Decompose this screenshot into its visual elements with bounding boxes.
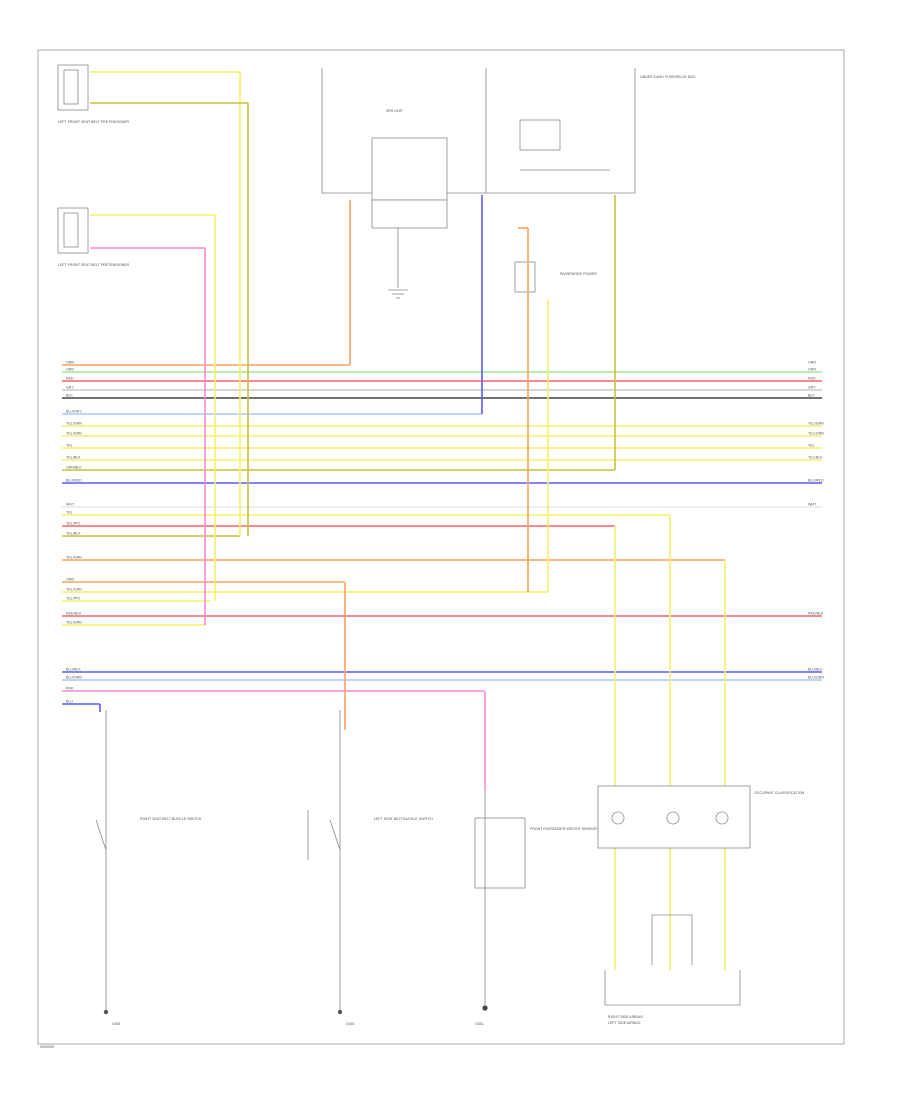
bus-pin-mark: · xyxy=(48,580,49,584)
bus-label-right: BLU/GRN xyxy=(808,676,824,680)
ground-g401-label: G401 xyxy=(346,1022,355,1026)
bus-label-left: GRY xyxy=(66,386,74,390)
bus-label-left: YEL/GRN xyxy=(66,422,82,426)
passenger-power-label: PASSENGER POWER xyxy=(560,272,597,276)
side-airbag-connector xyxy=(604,914,741,1006)
bus-pin-mark: · xyxy=(48,458,49,462)
bus-label-left: RED/BLK xyxy=(66,612,82,616)
bus-label-left: BLU xyxy=(66,700,73,704)
bus-label-right: RED xyxy=(808,377,816,381)
left-front-pretensioner-2-connector xyxy=(57,207,89,254)
bus-pin-mark: · xyxy=(48,599,49,603)
bus-pin-mark: · xyxy=(48,468,49,472)
bus-pin-mark: · xyxy=(48,702,49,706)
bus-pin-mark: · xyxy=(48,481,49,485)
left-side-airbag-label: LEFT SIDE AIRBAG xyxy=(608,1021,641,1025)
left-front-pretensioner-label: LEFT FRONT SEAT BELT PRETENSIONER xyxy=(58,120,129,124)
left-buckle-switch xyxy=(307,710,343,1015)
bus-label-left: BLU/BLK xyxy=(66,668,81,672)
bus-pin-mark: · xyxy=(48,363,49,367)
left-front-pretensioner-connector xyxy=(57,64,89,111)
bus-pin-mark: · xyxy=(48,590,49,594)
left-front-pretensioner-2-label: LEFT FRONT SEAT BELT PRETENSIONER xyxy=(58,263,129,267)
front-passenger-sensor-label: FRONT PASSENGER WEIGHT SENSOR xyxy=(530,827,597,831)
bus-label-left: YEL/GRN xyxy=(66,588,82,592)
bus-label-left: BLU/GRN xyxy=(66,676,82,680)
bus-pin-mark: · xyxy=(48,670,49,674)
bus-label-right: GRY xyxy=(808,386,816,390)
bus-label-right: YEL/GRN xyxy=(808,422,824,426)
bus-label-left: BLK xyxy=(66,394,73,398)
bus-pin-mark: · xyxy=(48,689,49,693)
ground-g501-label: G501 xyxy=(112,1022,121,1026)
bus-label-left: YEL/GRN xyxy=(66,621,82,625)
bus-label-right: YEL/GRN xyxy=(808,432,824,436)
bus-label-left: YEL/BLK xyxy=(66,456,81,460)
bus-pin-mark: · xyxy=(48,446,49,450)
footer-code: 0000000 xyxy=(40,1045,54,1049)
bus-label-left: GRN/BLK xyxy=(66,466,82,470)
bus-label-right: BLU/RED xyxy=(808,479,824,483)
right-buckle-switch xyxy=(95,710,109,1015)
bus-pin-mark: · xyxy=(48,534,49,538)
bus-pin-mark: · xyxy=(48,524,49,528)
bus-label-right: GRN xyxy=(808,368,816,372)
srs-unit-block xyxy=(321,68,636,229)
bus-pin-mark: · xyxy=(48,434,49,438)
bus-label-left: WHT xyxy=(66,503,75,507)
right-buckle-label: RIGHT SEAT BELT BUCKLE SWITCH xyxy=(140,817,202,821)
under-dash-fuse-label: UNDER-DASH FUSE/RELAY BOX xyxy=(640,75,696,79)
bus-label-left: YEL xyxy=(66,511,73,515)
passenger-power-relay xyxy=(514,261,536,293)
ground-g551-label: G551 xyxy=(475,1022,484,1026)
bus-label-left: PNK xyxy=(66,687,74,691)
bus-label-left: YEL/PPL xyxy=(66,597,81,601)
bus-label-left: YEL/GRN xyxy=(66,556,82,560)
vertical-wires xyxy=(90,71,726,970)
bus-pin-mark: · xyxy=(48,412,49,416)
bus-label-left: ORN xyxy=(66,578,74,582)
bus-label-left: RED xyxy=(66,377,74,381)
bus-label-left: YEL xyxy=(66,444,73,448)
bus-label-right: YEL xyxy=(808,444,815,448)
bus-label-left: YEL/PPL xyxy=(66,522,81,526)
diagram-frame xyxy=(37,49,845,1045)
bus-label-right: BLK xyxy=(808,394,815,398)
bus-pin-mark: · xyxy=(48,424,49,428)
bus-label-right: YEL/BLK xyxy=(808,456,823,460)
occupant-classification-label: OCCUPANT CLASSIFICATION xyxy=(754,791,805,795)
bus-label-left: GRN xyxy=(66,368,74,372)
bus-pin-mark: · xyxy=(48,396,49,400)
bus-pin-mark: · xyxy=(48,513,49,517)
bus-pin-mark: · xyxy=(48,388,49,392)
bus-pin-mark: · xyxy=(48,614,49,618)
bus-label-right: WHT xyxy=(808,503,817,507)
bus-pin-mark: · xyxy=(48,370,49,374)
bus-pin-mark: · xyxy=(48,678,49,682)
right-side-airbag-label: RIGHT SIDE AIRBAG xyxy=(608,1015,643,1019)
left-buckle-label: LEFT SEAT BELT BUCKLE SWITCH xyxy=(374,817,433,821)
bus-label-left: ORN xyxy=(66,361,74,365)
occupant-classification-unit xyxy=(597,785,751,849)
bus-pin-mark: · xyxy=(48,623,49,627)
srs-unit-label: SRS UNIT xyxy=(386,109,404,113)
bus-label-right: BLU/BLK xyxy=(808,668,823,672)
bus-pin-mark: · xyxy=(48,558,49,562)
bus-label-left: BLU/RED xyxy=(66,479,82,483)
bus-label-right: RED/BLK xyxy=(808,612,824,616)
bus-label-left: YEL/BLK xyxy=(66,532,81,536)
wire-bus: ORN ORN · GRN GRN · RED RED · GRY GRY · BLK BLK · BLU/G… xyxy=(48,361,824,707)
bus-label-left: BLU/GRY xyxy=(66,410,82,414)
bus-pin-mark: · xyxy=(48,505,49,509)
front-passenger-sensor xyxy=(474,790,526,1011)
bus-pin-mark: · xyxy=(48,379,49,383)
bus-label-right: ORN xyxy=(808,361,816,365)
srs-ground-symbol xyxy=(388,228,408,299)
bus-label-left: YEL/GRN xyxy=(66,432,82,436)
